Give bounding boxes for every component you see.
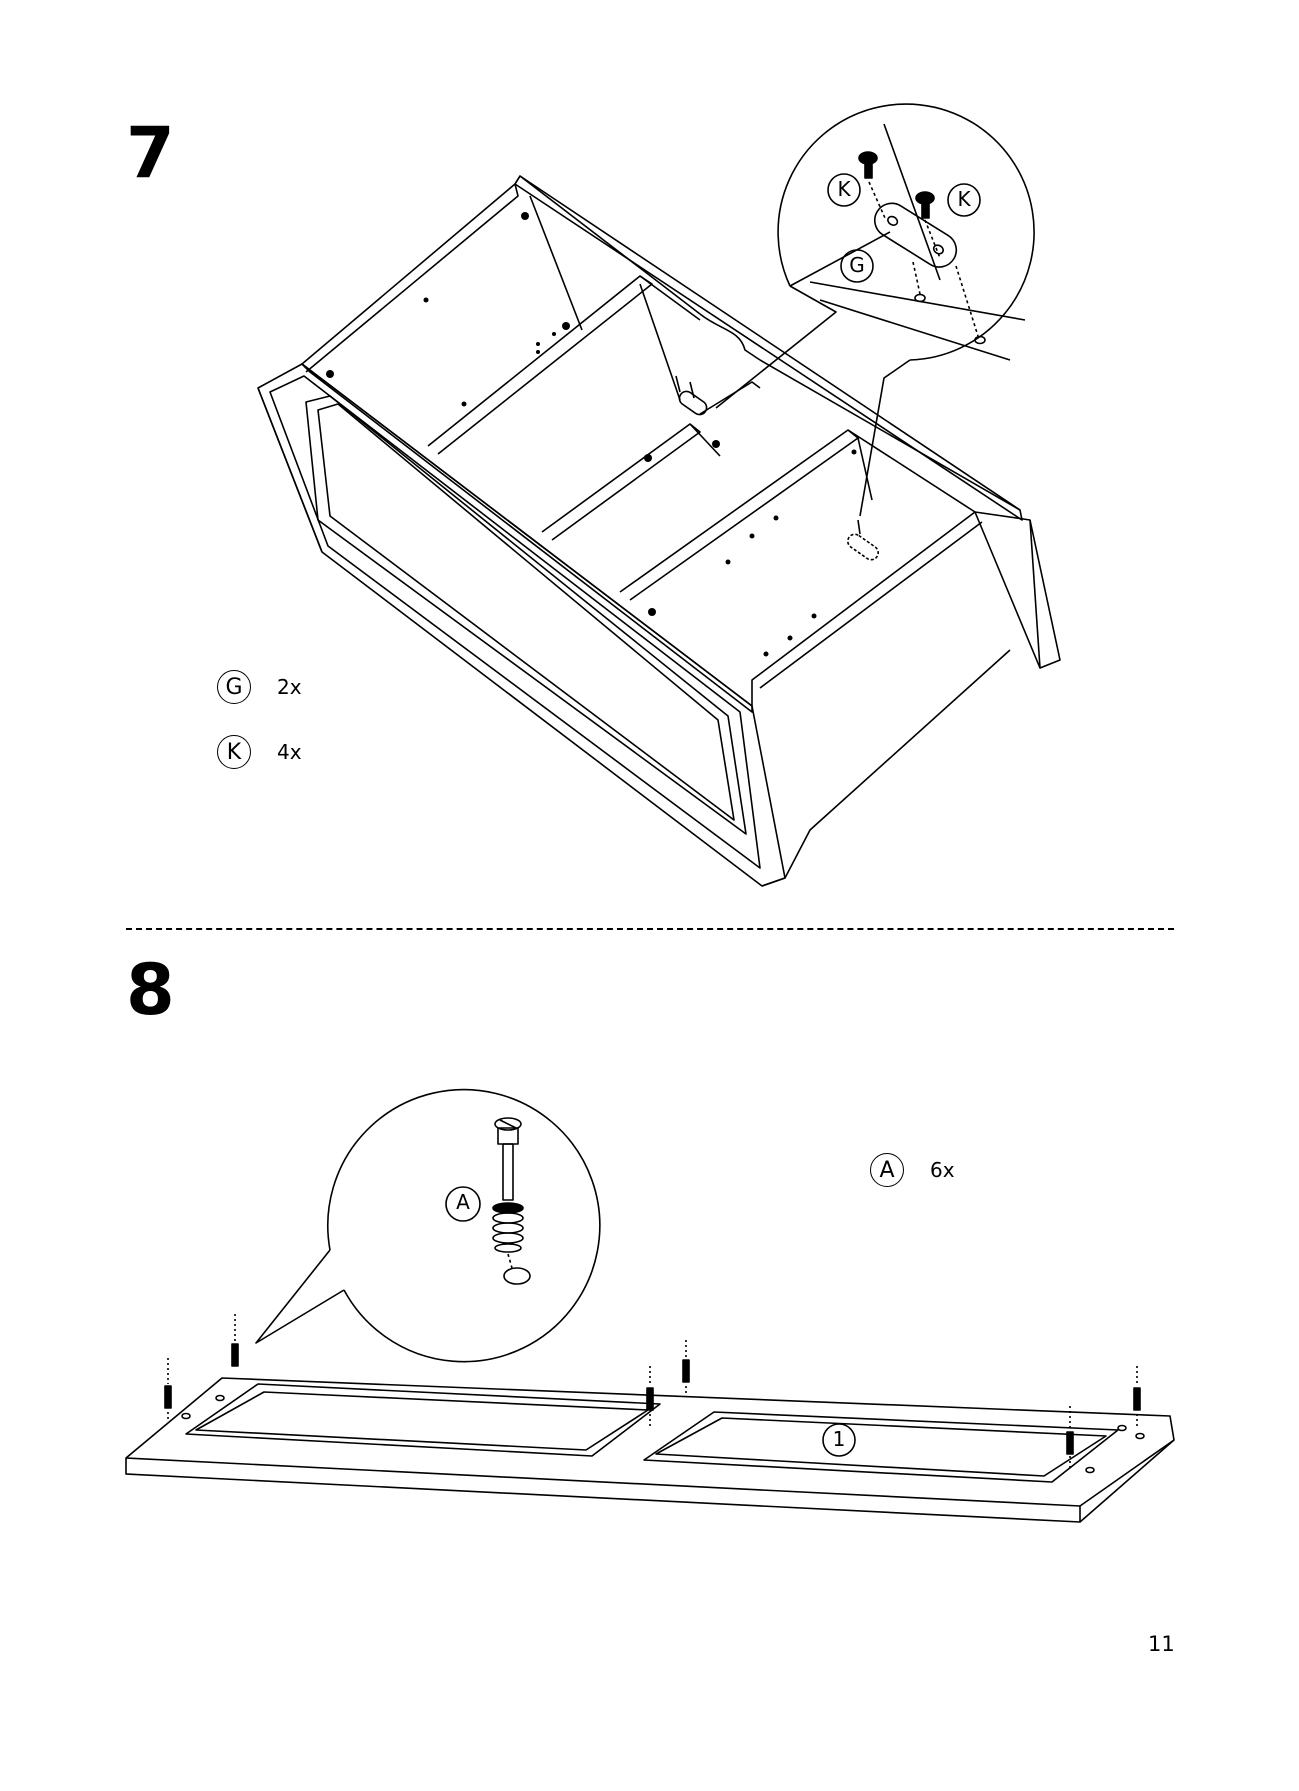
callout-label-a: A <box>453 1190 473 1214</box>
dowel-4 <box>683 1340 689 1396</box>
dowel-3 <box>647 1366 653 1428</box>
dowel-2 <box>165 1358 171 1420</box>
magnifier-step8 <box>256 1090 600 1362</box>
cam-dowel-a-icon <box>493 1118 530 1284</box>
dowel-1 <box>232 1314 238 1366</box>
part-a-qty: 6x <box>930 1158 955 1182</box>
dowels <box>165 1314 1140 1470</box>
parts-list-item-a: A 6x <box>870 1153 955 1187</box>
part-a-label: A <box>870 1153 904 1187</box>
dowel-6 <box>1134 1366 1140 1428</box>
page-number: 11 <box>1148 1632 1175 1656</box>
panel-1-label: 1 <box>829 1427 849 1451</box>
